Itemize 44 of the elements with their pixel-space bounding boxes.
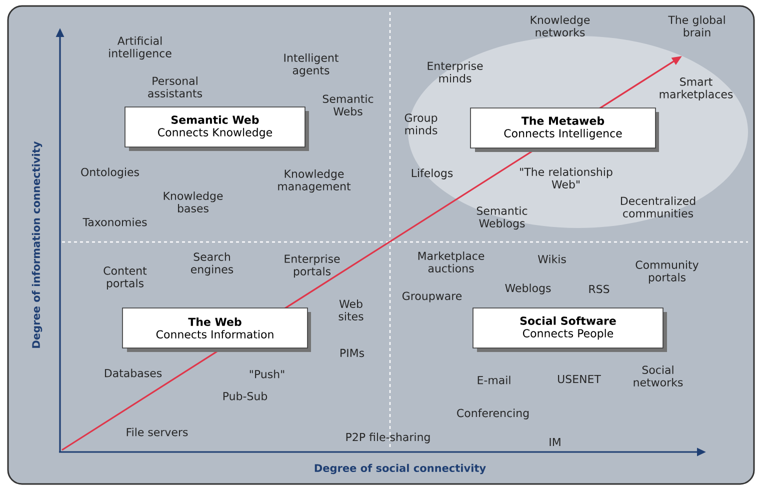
term-label: Enterprise portals	[284, 254, 340, 278]
term-label: Weblogs	[505, 284, 551, 294]
term-label: Content portals	[104, 266, 147, 290]
category-box: The Metaweb Connects Intelligence	[470, 108, 659, 152]
term-label: Semantic Weblogs	[476, 206, 528, 230]
category-box: Social Software Connects People	[472, 308, 667, 352]
term-label: Search engines	[191, 252, 234, 276]
term-label: Knowledge bases	[164, 192, 223, 212]
term-label: "The relationship Web"	[520, 168, 612, 188]
term-label: Databases	[104, 368, 162, 378]
term-label: Pub-Sub	[223, 392, 268, 400]
term-label: Web sites	[338, 300, 364, 321]
term-label: USENET	[558, 374, 601, 384]
term-label: P2P file-sharing	[346, 432, 430, 444]
category-box: The Web Connects Information	[122, 308, 311, 352]
term-label: Knowledge networks	[530, 16, 590, 36]
term-label: Semantic Webs	[322, 94, 374, 116]
term-label: PIMs	[340, 348, 364, 358]
term-label: Groupware	[402, 292, 462, 302]
term-label: Conferencing	[457, 408, 529, 420]
term-label: Lifelogs	[412, 168, 453, 180]
term-label: Knowledge management	[278, 169, 351, 193]
term-label: Artificial intelligence	[109, 36, 172, 60]
term-label: Intelligent agents	[284, 53, 338, 77]
term-label: Community portals	[636, 260, 698, 284]
term-label: E-mail	[478, 376, 510, 384]
term-label: Ontologies	[81, 168, 139, 178]
term-label: Taxonomies	[82, 218, 147, 226]
term-label: Social networks	[634, 366, 683, 387]
term-label: File servers	[126, 428, 188, 436]
term-label: "Push"	[250, 370, 284, 378]
term-label: Wikis	[538, 254, 566, 264]
term-label: Decentralized communities	[620, 196, 696, 218]
term-label: RSS	[589, 284, 610, 294]
term-label: IM	[550, 438, 560, 446]
axis-label: Degree of social connectivity	[314, 464, 486, 474]
term-label: Marketplace auctions	[418, 252, 484, 272]
term-label: Enterprise minds	[428, 62, 483, 82]
term-label: Group minds	[404, 114, 438, 134]
term-label: Smart marketplaces	[660, 78, 733, 100]
term-label: Personal assistants	[148, 76, 202, 98]
category-box: Semantic Web Connects Knowledge	[124, 106, 309, 151]
term-label: The global brain	[668, 16, 725, 36]
axis-label: Degree of information connectivity	[32, 141, 42, 348]
